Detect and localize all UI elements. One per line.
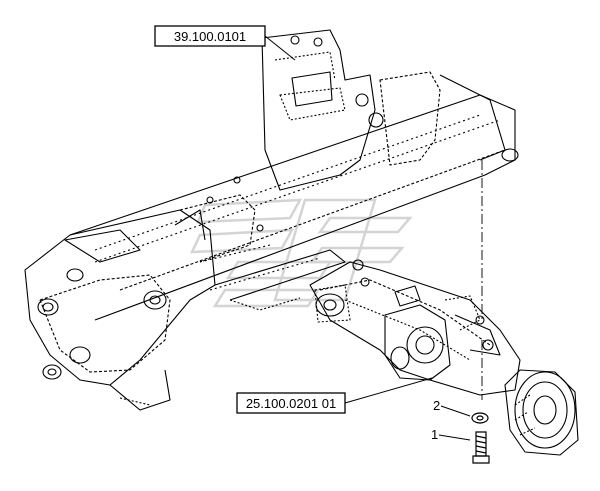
callout-axle[interactable]: 25.100.0201 01 — [236, 377, 433, 414]
axle-assembly — [309, 259, 579, 456]
watermark-logo-icon — [189, 198, 413, 308]
item-2-number: 2 — [433, 398, 440, 413]
item-1-bolt[interactable]: 1 — [431, 427, 490, 464]
item-2-washer[interactable]: 2 — [433, 398, 489, 424]
frame-assembly — [24, 29, 519, 411]
callout-axle-label: 25.100.0201 01 — [246, 396, 336, 411]
callout-frame-label: 39.100.0101 — [174, 29, 246, 44]
callout-frame[interactable]: 39.100.0101 — [154, 25, 296, 61]
washer-icon — [471, 412, 489, 424]
bolt-icon — [472, 431, 490, 464]
item-1-number: 1 — [431, 427, 438, 442]
